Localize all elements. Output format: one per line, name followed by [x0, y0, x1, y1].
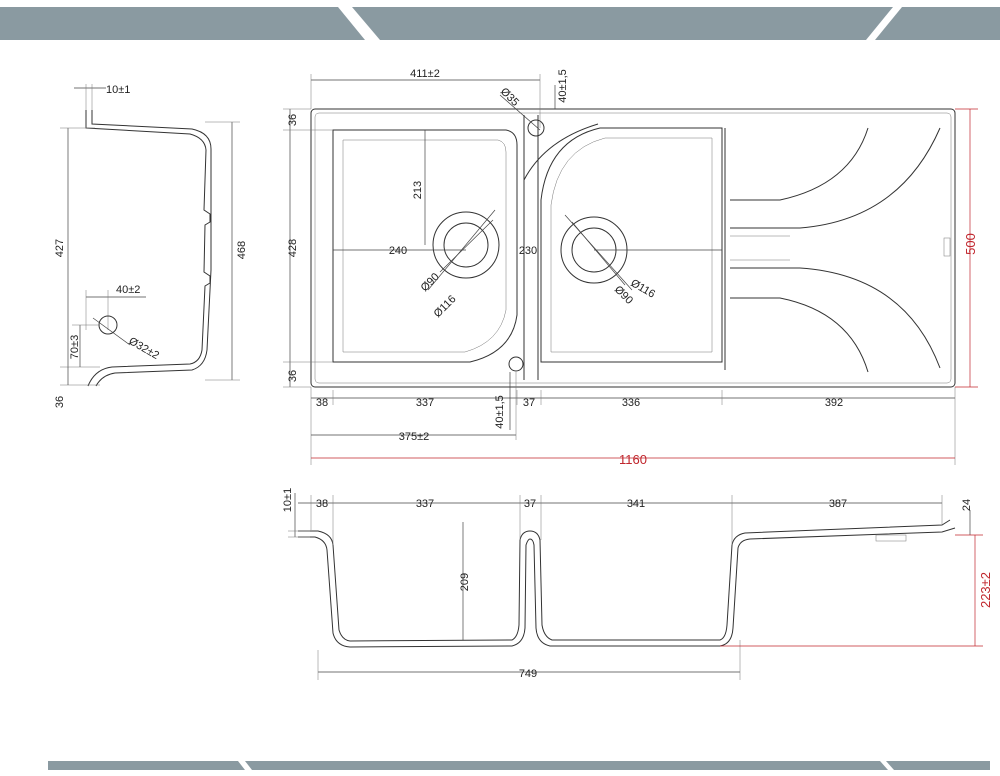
front-drainer-edge-label: 24 [961, 499, 973, 511]
top-drain-left-small-label: Ø90 [419, 271, 442, 294]
top-tap-offset-bottom-label: 40±1,5 [494, 395, 506, 429]
drain-left-outer [432, 211, 500, 279]
front-lip-label: 10±1 [282, 488, 294, 512]
side-section-view [60, 84, 240, 387]
side-hole-offset-label: 40±2 [116, 284, 140, 296]
drain-left-inner [443, 222, 489, 268]
front-bowls-width-label: 749 [519, 668, 537, 680]
front-bowl-depth-label: 209 [459, 573, 471, 591]
top-rim-top-label: 36 [287, 114, 299, 126]
top-bowl1-center-label: 375±2 [399, 431, 430, 443]
front-total-depth-label: 223±2 [978, 572, 993, 608]
top-w-divider-label: 37 [523, 397, 535, 409]
side-base-label: 36 [54, 396, 66, 408]
side-height-inner-label: 427 [54, 239, 66, 257]
top-drain-left-large-label: Ø116 [432, 293, 459, 320]
top-w-left-rim-label: 38 [316, 397, 328, 409]
header-banner [0, 7, 1000, 40]
top-total-width-label: 1160 [619, 452, 647, 467]
front-w-divider-label: 37 [524, 498, 536, 510]
top-rim-bottom-label: 36 [287, 370, 299, 382]
top-tap-offset-top-label: 40±1,5 [557, 69, 569, 103]
front-w-bowl2-label: 341 [627, 498, 645, 510]
side-lip-label: 10±1 [106, 84, 130, 96]
top-total-depth-label: 500 [963, 233, 978, 255]
top-plan-view [283, 74, 978, 465]
top-w-bowl2-label: 336 [622, 397, 640, 409]
front-w-drainer-label: 387 [829, 498, 847, 510]
side-hole-diameter-label: Ø32±2 [127, 335, 162, 362]
top-drain-left-x-label: 240 [389, 245, 407, 257]
side-height-outer-label: 468 [236, 241, 248, 259]
top-inner-height-label: 428 [287, 239, 299, 257]
front-w-left-rim-label: 38 [316, 498, 328, 510]
top-bowl-width-pos-label: 411±2 [410, 68, 440, 80]
top-tap-diameter-label: Ø35 [498, 86, 521, 109]
top-drain-right-x-label: 230 [519, 245, 537, 257]
top-drain-vertical-label: 213 [412, 181, 424, 199]
top-w-drainer-label: 392 [825, 397, 843, 409]
front-section-view [288, 493, 983, 680]
footer-banner [48, 761, 990, 770]
front-w-bowl1-label: 337 [416, 498, 434, 510]
side-hole-height-label: 70±3 [69, 335, 81, 359]
top-w-bowl1-label: 337 [416, 397, 434, 409]
